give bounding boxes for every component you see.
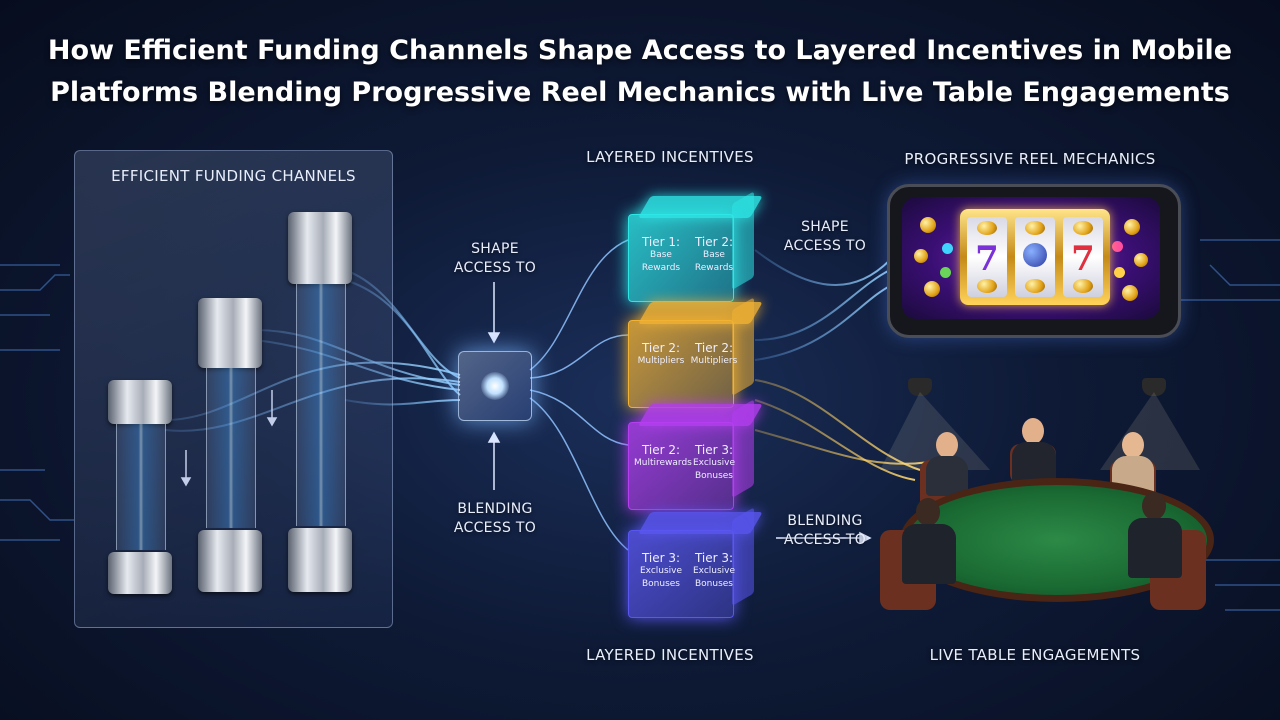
live-table-scene — [880, 380, 1210, 650]
live-table-label: LIVE TABLE ENGAGEMENTS — [885, 646, 1185, 664]
